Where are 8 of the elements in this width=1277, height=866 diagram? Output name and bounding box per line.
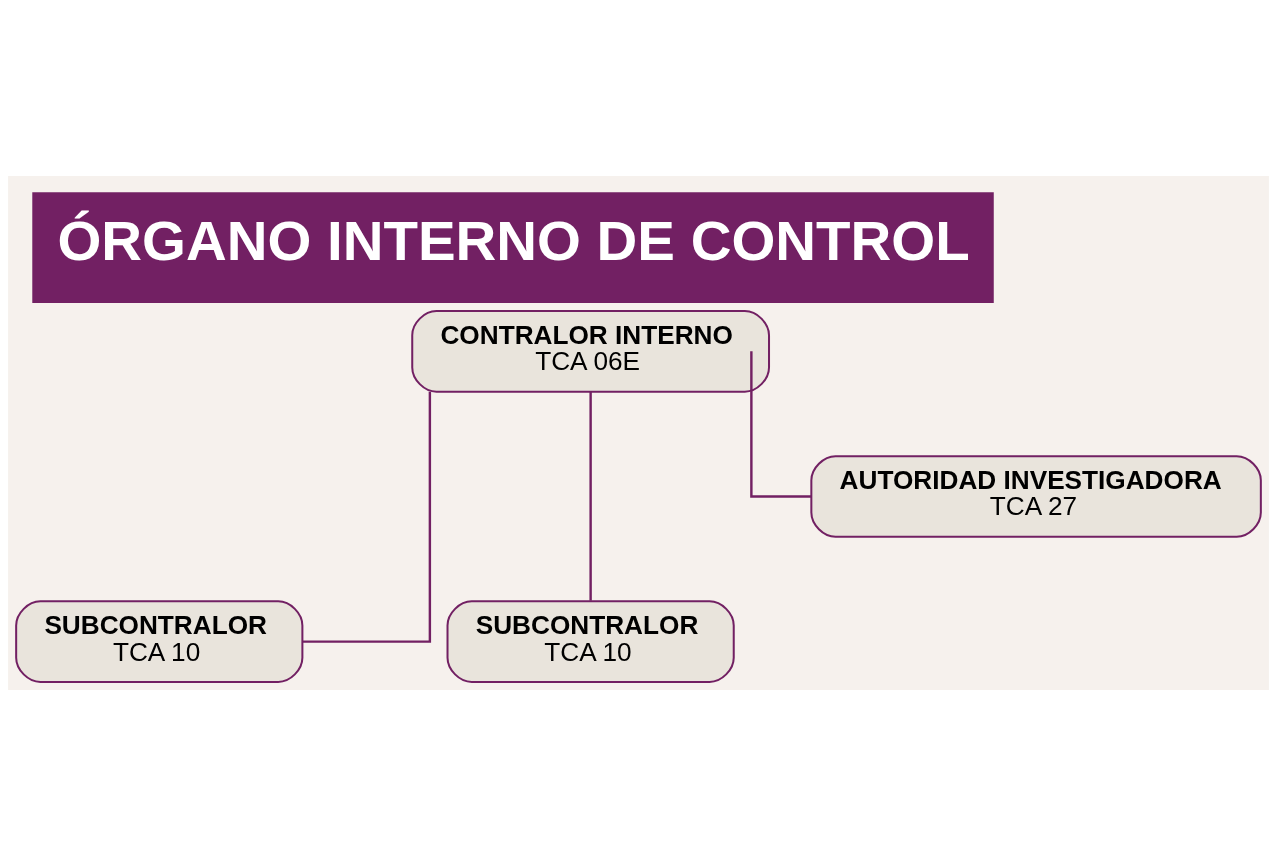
- connector: [589, 391, 592, 601]
- node-box: SUBCONTRALOR TCA 10: [446, 600, 735, 683]
- node-box: CONTRALOR INTERNO TCA 06E: [411, 310, 771, 393]
- connector: [750, 351, 812, 498]
- connector: [302, 391, 432, 643]
- node-box: AUTORIDAD INVESTIGADORA TCA 27: [810, 455, 1262, 538]
- node-box: SUBCONTRALOR TCA 10: [15, 600, 304, 683]
- diagram-title: ÓRGANO INTERNO DE CONTROL: [57, 209, 970, 273]
